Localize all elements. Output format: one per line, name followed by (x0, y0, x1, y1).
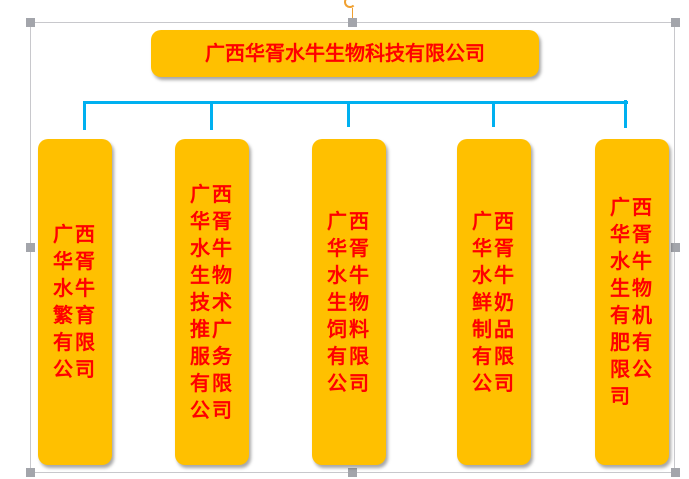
rotate-handle-stem (352, 8, 353, 18)
child-company-box-2[interactable]: 广西华胥水牛生物技术推广服务有限公司 (175, 139, 249, 465)
connector-5 (624, 100, 627, 128)
root-company-name: 广西华胥水牛生物科技有限公司 (205, 41, 485, 65)
resize-handle-top-left[interactable] (26, 18, 35, 27)
rotate-handle-icon[interactable] (344, 0, 356, 8)
child-company-box-3[interactable]: 广西华胥水牛生物饲料有限公司 (312, 139, 386, 465)
root-company-box[interactable]: 广西华胥水牛生物科技有限公司 (151, 30, 539, 77)
connector-3 (347, 101, 350, 127)
child-company-name: 广西华胥水牛繁育有限公司 (53, 222, 97, 381)
child-company-box-4[interactable]: 广西华胥水牛鲜奶制品有限公司 (457, 139, 531, 465)
connector-1 (83, 102, 86, 130)
resize-handle-bottom-right[interactable] (671, 468, 680, 477)
resize-handle-left[interactable] (26, 243, 35, 252)
child-company-box-5[interactable]: 广西华胥水牛生物有机肥有限公司 (595, 139, 669, 465)
connector-4 (492, 101, 495, 127)
child-company-name: 广西华胥水牛生物有机肥有限公司 (610, 195, 654, 408)
resize-handle-bottom-left[interactable] (26, 468, 35, 477)
child-company-box-1[interactable]: 广西华胥水牛繁育有限公司 (38, 139, 112, 465)
child-company-name: 广西华胥水牛鲜奶制品有限公司 (472, 208, 516, 395)
connector-2 (210, 102, 213, 130)
resize-handle-top[interactable] (348, 18, 357, 27)
resize-handle-top-right[interactable] (671, 18, 680, 27)
resize-handle-bottom[interactable] (348, 468, 357, 477)
child-company-name: 广西华胥水牛生物技术推广服务有限公司 (190, 181, 234, 422)
resize-handle-right[interactable] (671, 243, 680, 252)
child-company-name: 广西华胥水牛生物饲料有限公司 (327, 208, 371, 395)
connector-horizontal (83, 101, 628, 104)
